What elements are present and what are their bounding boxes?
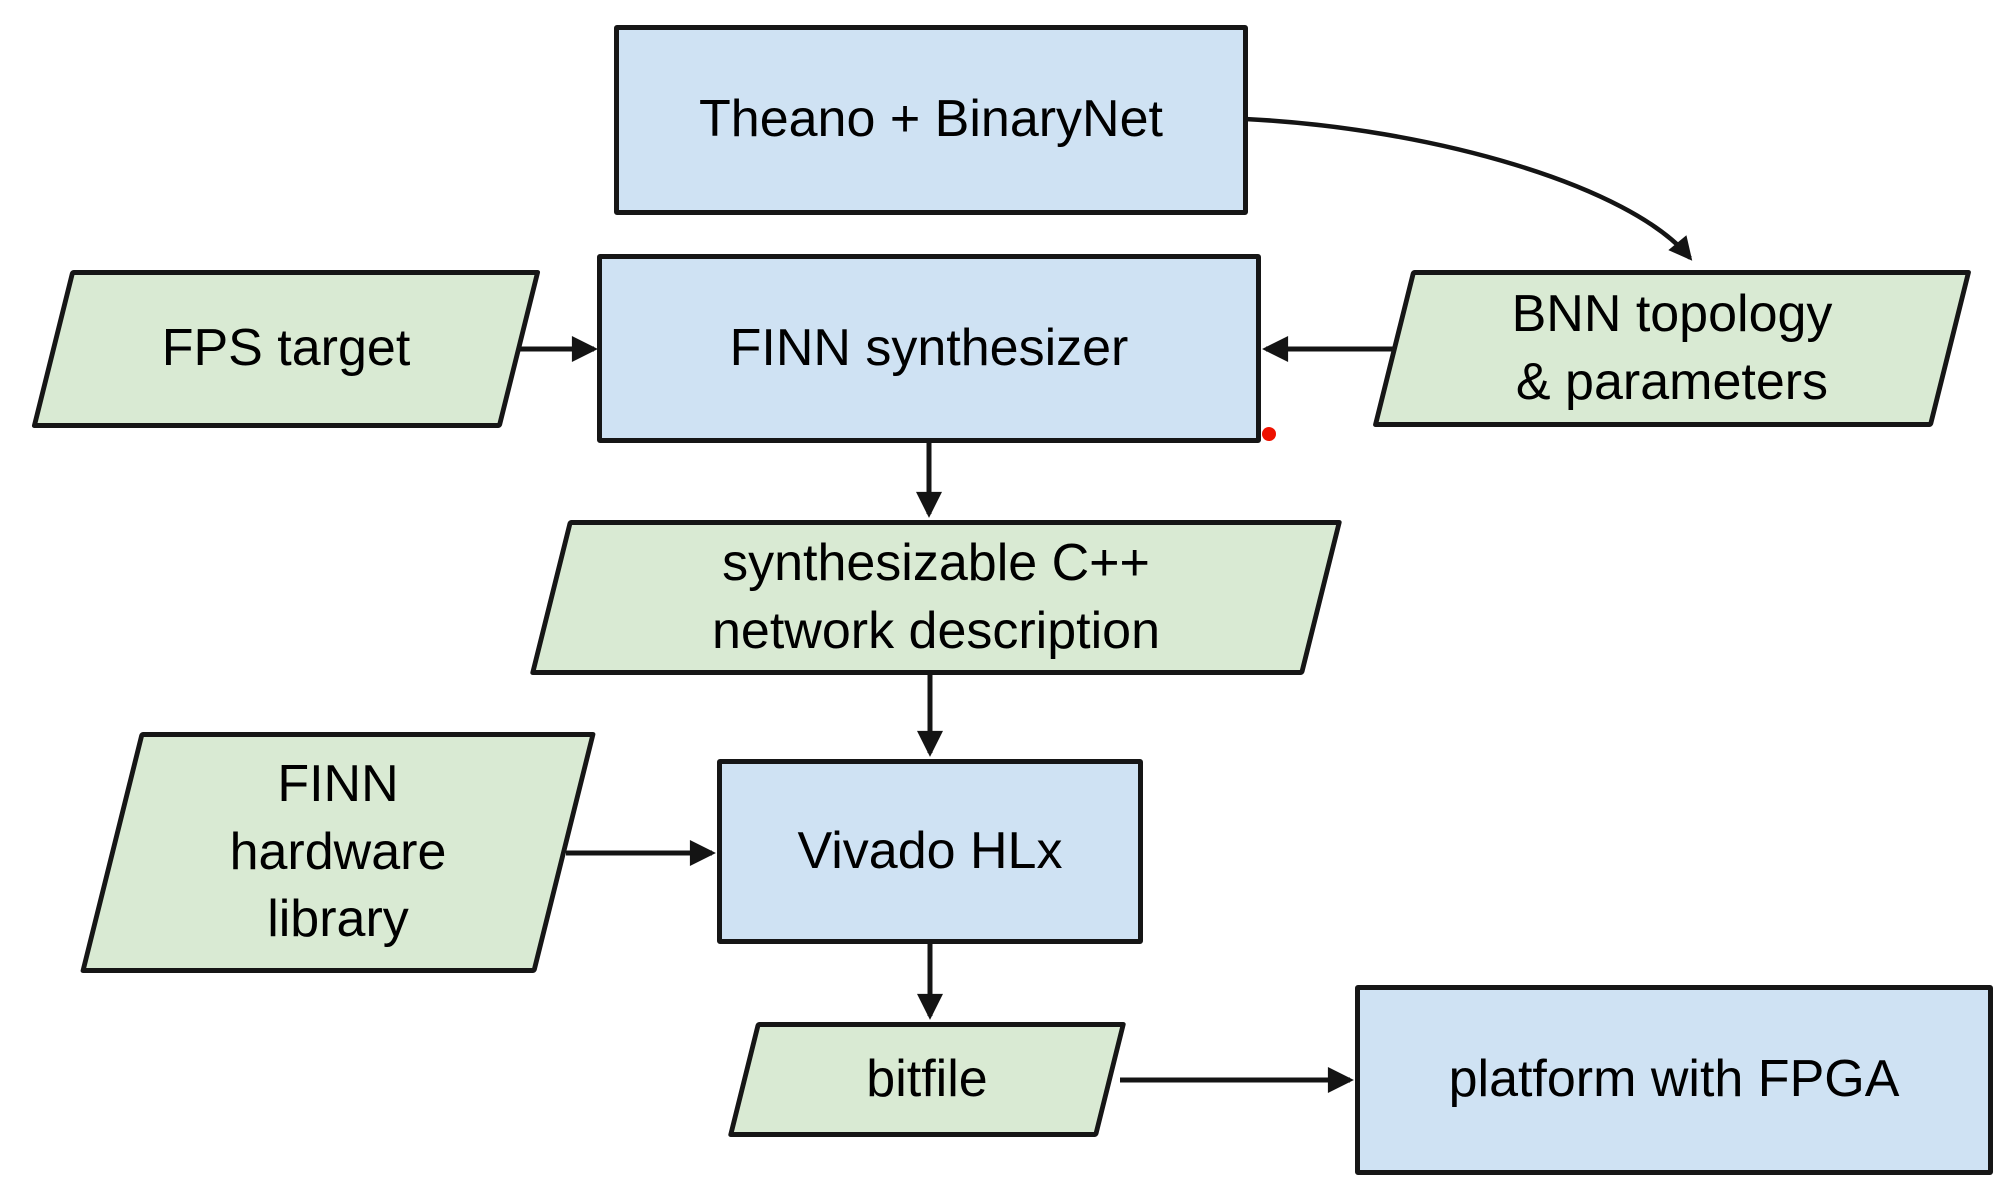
node-label: synthesizable C++ network description	[712, 530, 1160, 665]
node-label-line: FINN synthesizer	[729, 318, 1129, 377]
node-label: bitfile	[866, 1046, 987, 1114]
node-theano-binarynet: Theano + BinaryNet	[614, 25, 1248, 215]
node-bnn-topology-parameters: BNN topology & parameters	[1372, 270, 1972, 427]
node-cpp-network-description: synthesizable C++ network description	[529, 520, 1343, 675]
node-label-line: BNN topology	[1511, 284, 1833, 343]
node-label: FINN synthesizer	[730, 315, 1129, 383]
node-label-line: library	[267, 890, 409, 949]
node-fps-target: FPS target	[31, 270, 541, 428]
node-label-line: & parameters	[1515, 352, 1829, 411]
red-dot-artifact	[1262, 427, 1276, 441]
node-vivado-hlx: Vivado HLx	[717, 759, 1143, 944]
node-label: FINN hardware library	[230, 751, 447, 954]
node-label-line: synthesizable C++	[722, 533, 1150, 592]
node-label: platform with FPGA	[1449, 1046, 1900, 1114]
node-finn-synthesizer: FINN synthesizer	[597, 254, 1261, 443]
node-finn-hardware-library: FINN hardware library	[79, 732, 597, 973]
node-label-line: bitfile	[866, 1049, 988, 1108]
node-label: Vivado HLx	[798, 818, 1063, 886]
node-label-line: Theano + BinaryNet	[699, 90, 1163, 149]
node-label-line: Vivado HLx	[797, 821, 1063, 880]
node-platform-with-fpga: platform with FPGA	[1355, 985, 1993, 1175]
node-label: Theano + BinaryNet	[699, 86, 1163, 154]
node-label: FPS target	[162, 315, 411, 383]
node-label-line: platform with FPGA	[1448, 1050, 1900, 1109]
node-label: BNN topology & parameters	[1512, 281, 1833, 416]
node-label-line: FINN	[277, 755, 399, 814]
node-label-line: hardware	[229, 822, 447, 881]
node-label-line: FPS target	[161, 319, 411, 378]
node-bitfile: bitfile	[727, 1022, 1127, 1137]
arrow-theano-to-bnn-topology	[1244, 116, 1693, 261]
node-label-line: network description	[712, 601, 1160, 660]
